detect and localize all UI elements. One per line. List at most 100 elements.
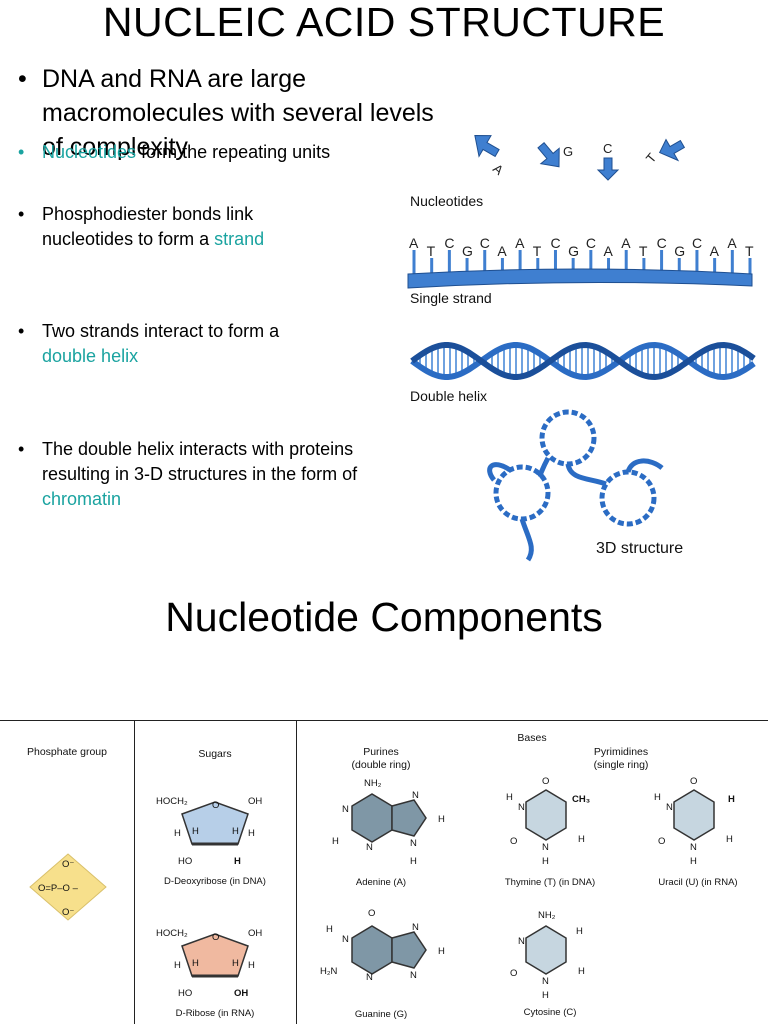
sub-bullet-text: Phosphodiester bonds link nucleotides to… [42,204,254,249]
sub-bullet-1: • Nucleotides form the repeating units [18,140,398,165]
strand-base-letter: A [710,243,720,259]
atom-n: N [690,842,697,853]
atom-o: O [690,776,697,787]
atom-h: H [654,792,661,803]
atom-o-top: O⁻ [62,859,74,870]
atom-h: H [542,856,549,867]
highlight-double-helix: double helix [42,346,139,366]
strand-base-letter: C [480,235,490,251]
atom-o: O [368,908,375,919]
strand-base-letter: A [604,243,614,259]
atom-h: H [232,958,239,969]
bullet-dot: • [18,204,25,224]
atom-h: H [174,828,181,839]
atom-ring-o: O [212,800,219,811]
deoxyribose-diagram: HOCH₂ O OH H H H H HO H D-Deoxyribose (i… [156,796,266,887]
structure-3d-label: 3D structure [596,540,683,557]
sub-bullet-4: • The double helix interacts with protei… [18,437,368,512]
strand-base-letter: A [515,235,525,251]
ribose-label: D-Ribose (in RNA) [176,1008,255,1019]
double-helix-graphic [410,341,756,381]
strand-base-letter: T [639,243,648,259]
sub-bullet-3: • Two strands interact to form a double … [18,319,318,369]
atom-n: N [410,970,417,981]
uracil-label: Uracil (U) (in RNA) [658,877,737,888]
atom-h: H [726,834,733,845]
sub-bullet-2: • Phosphodiester bonds link nucleotides … [18,202,318,252]
atom-h: H [248,960,255,971]
atom-o: O [510,836,517,847]
atom-h: H [506,792,513,803]
main-bullet-text: DNA and RNA are large macromolecules wit… [42,65,434,161]
atom-o-bottom: O⁻ [62,907,74,918]
phosphate-header: Phosphate group [27,746,107,758]
atom-n: N [342,804,349,815]
strand-base-letter: G [462,243,473,259]
atom-h: H [578,966,585,977]
atom-nh2: NH₂ [364,778,382,789]
atom-o: O [542,776,549,787]
atom-n: N [412,790,419,801]
deoxyribose-label: D-Deoxyribose (in DNA) [164,876,266,887]
nucleotide-letter-t: T [643,150,660,166]
atom-h: H [438,814,445,825]
strand-base-letter: A [497,243,507,259]
bullet-dot: • [18,439,25,459]
atom-n: N [366,842,373,853]
atom-hoch2: HOCH₂ [156,796,188,807]
nucleotide-letter-c: C [603,141,612,156]
atom-n: N [542,976,549,987]
strand-base-letter: T [745,243,754,259]
atom-oh: OH [248,796,262,807]
atom-h: H [690,856,697,867]
atom-o-p-o: O=P–O – [38,883,79,894]
atom-ho: HO [178,856,192,867]
atom-h: H [326,924,333,935]
atom-ho: HO [178,988,192,999]
nucleotide-letter-g: G [563,144,573,159]
atom-ch3: CH₃ [572,794,590,805]
strand-base-letter: C [657,235,667,251]
atom-n: N [666,802,673,813]
bases-header: Bases [517,732,547,744]
nucleotide-components-table [0,720,768,1024]
strand-base-letter: C [550,235,560,251]
cytosine-diagram: NH₂ N H H O N H Cytosine (C) [510,910,585,1018]
highlight-chromatin: chromatin [42,489,122,509]
atom-n: N [410,838,417,849]
atom-h: H [192,958,199,969]
main-bullet: • DNA and RNA are large macromolecules w… [18,62,458,164]
strand-base-letter: C [692,235,702,251]
bullet-dot: • [18,321,25,341]
atom-n: N [366,972,373,983]
atom-h: H [248,828,255,839]
atom-h: H [410,856,417,867]
uracil-diagram: O H N H H O N H Uracil (U) (in RNA) [654,776,738,888]
strand-base-letter: C [444,235,454,251]
atom-h: H [576,926,583,937]
cytosine-label: Cytosine (C) [524,1007,577,1018]
sub-bullet-text: form the repeating units [136,142,331,162]
guanine-label: Guanine (G) [355,1009,407,1020]
atom-h: H [174,960,181,971]
strand-base-letter: C [586,235,596,251]
atom-n: N [518,936,525,947]
atom-n: N [342,934,349,945]
atom-nh2: NH₂ [538,910,556,921]
purines-header: Purines (double ring) [351,746,411,771]
atom-oh-bold: OH [234,988,248,999]
adenine-label: Adenine (A) [356,877,406,888]
atom-h: H [332,836,339,847]
atom-oh: OH [248,928,262,939]
atom-ring-o: O [212,932,219,943]
guanine-diagram: O H N H₂N N N N H Guanine (G) [320,908,445,1020]
thymine-label: Thymine (T) (in DNA) [505,877,595,888]
atom-h-bold: H [728,794,735,805]
sugars-header: Sugars [198,748,232,760]
strand-base-letter: T [533,243,542,259]
highlight-strand: strand [214,229,265,249]
strand-base-letter: T [427,243,436,259]
atom-h: H [192,826,199,837]
